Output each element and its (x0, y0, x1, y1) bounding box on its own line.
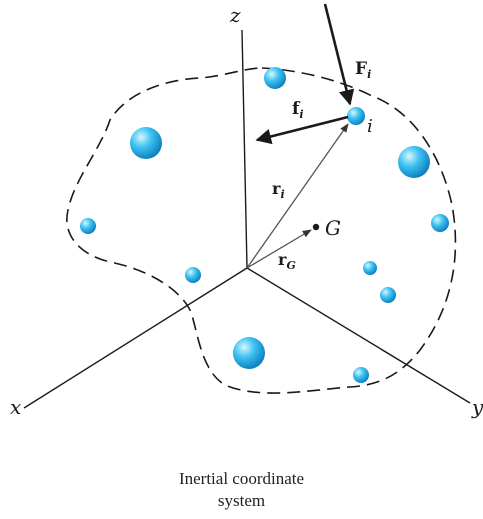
force-f-i (255, 115, 349, 145)
particle (185, 267, 201, 283)
f-i-label: fi (292, 99, 304, 121)
y-axis (246, 267, 471, 404)
particle-i-label: i (367, 116, 373, 137)
z-axis (241, 29, 248, 269)
F-i-label: Fi (355, 59, 371, 81)
particle (233, 337, 265, 369)
vector-r-G (246, 229, 312, 269)
particle (353, 367, 369, 383)
particles (80, 67, 449, 383)
G-label: G (325, 216, 341, 240)
particle-i (347, 107, 365, 125)
x-axis (23, 267, 248, 409)
y-axis-label: y (471, 395, 483, 419)
particle (264, 67, 286, 89)
center-of-mass-point (312, 223, 320, 231)
particle (130, 127, 162, 159)
z-axis-label: z (229, 3, 241, 27)
particle (363, 261, 377, 275)
vector-r-i (246, 123, 349, 269)
r-i-label: ri (272, 179, 285, 201)
body-boundary (66, 67, 457, 394)
particle (431, 214, 449, 232)
particle (80, 218, 96, 234)
caption-line-1: Inertial coordinate (178, 469, 305, 488)
force-F-i (323, 3, 355, 106)
r-G-label: rG (278, 250, 296, 272)
x-axis-label: x (10, 395, 21, 419)
caption-line-2: system (217, 491, 266, 510)
particle (380, 287, 396, 303)
particle (398, 146, 430, 178)
